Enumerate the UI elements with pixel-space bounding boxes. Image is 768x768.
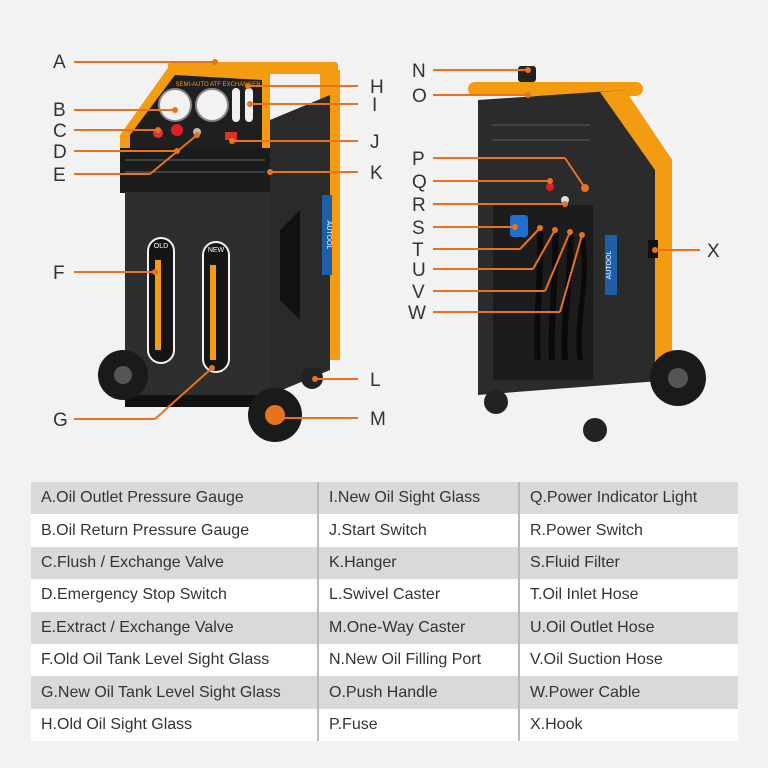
old-tank-label: OLD <box>154 243 168 250</box>
table-row: H.Old Oil Sight Glass P.Fuse X.Hook <box>31 708 738 742</box>
legend-cell: N.New Oil Filling Port <box>318 643 520 677</box>
callout-o: O <box>412 86 427 107</box>
callout-v: V <box>412 282 425 303</box>
callout-r: R <box>412 195 426 216</box>
oil-inlet-hose <box>534 227 544 361</box>
legend-cell: H.Old Oil Sight Glass <box>31 708 319 742</box>
legend-cell: M.One-Way Caster <box>318 611 520 644</box>
legend-cell: Q.Power Indicator Light <box>519 482 738 515</box>
legend-cell: G.New Oil Tank Level Sight Glass <box>31 676 319 709</box>
front-machine: AUTOOL SEMI-AUTO ATF EXCHANGER OLD NEW <box>98 62 340 442</box>
side-brand-label: AUTOOL <box>325 221 332 250</box>
legend-cell: D.Emergency Stop Switch <box>31 579 319 612</box>
power-indicator-icon <box>546 183 554 191</box>
callout-s: S <box>412 218 425 239</box>
callout-t: T <box>412 240 424 261</box>
callout-p: P <box>412 149 425 170</box>
callout-w: W <box>408 303 426 324</box>
oil-outlet-gauge-icon <box>158 88 192 122</box>
legend-cell: W.Power Cable <box>519 676 738 709</box>
legend-cell: L.Swivel Caster <box>318 579 520 612</box>
emergency-stop-icon <box>171 124 183 136</box>
callout-c: C <box>53 121 67 142</box>
leader-lines <box>74 61 700 420</box>
callout-x: X <box>707 241 720 262</box>
legend-cell: E.Extract / Exchange Valve <box>31 611 319 644</box>
callout-h: H <box>370 77 384 98</box>
callout-d: D <box>53 142 67 163</box>
legend-cell: F.Old Oil Tank Level Sight Glass <box>31 643 319 677</box>
table-row: D.Emergency Stop Switch L.Swivel Caster … <box>31 579 738 612</box>
table-row: B.Oil Return Pressure Gauge J.Start Swit… <box>31 514 738 547</box>
oil-outlet-hose <box>548 229 559 361</box>
new-tank-label: NEW <box>208 247 225 254</box>
table-row: A.Oil Outlet Pressure Gauge I.New Oil Si… <box>31 482 738 515</box>
legend-cell: B.Oil Return Pressure Gauge <box>31 514 319 547</box>
fluid-filter-icon <box>510 215 528 237</box>
callout-j: J <box>370 132 380 153</box>
machine-diagram: AUTOOL SEMI-AUTO ATF EXCHANGER OLD NEW <box>53 52 720 442</box>
callout-b: B <box>53 100 66 121</box>
table-row: E.Extract / Exchange Valve M.One-Way Cas… <box>31 611 738 644</box>
callout-i: I <box>372 95 377 116</box>
power-cable <box>576 234 587 361</box>
legend-cell: T.Oil Inlet Hose <box>519 579 738 612</box>
callout-l: L <box>370 370 381 391</box>
callout-u: U <box>412 260 426 281</box>
legend-cell: U.Oil Outlet Hose <box>519 611 738 644</box>
callout-m: M <box>370 409 386 430</box>
legend-cell: R.Power Switch <box>519 514 738 547</box>
legend-cell: C.Flush / Exchange Valve <box>31 546 319 580</box>
table-row: C.Flush / Exchange Valve K.Hanger S.Flui… <box>31 546 738 580</box>
leader-dots <box>152 59 658 421</box>
legend-cell: A.Oil Outlet Pressure Gauge <box>31 482 319 515</box>
callout-a: A <box>53 52 66 73</box>
legend-cell: O.Push Handle <box>318 676 520 709</box>
panel-title: SEMI-AUTO ATF EXCHANGER <box>175 82 261 88</box>
oil-suction-hose <box>561 231 574 361</box>
callout-g: G <box>53 410 68 431</box>
rear-machine: AUTOOL <box>468 66 706 442</box>
table-row: G.New Oil Tank Level Sight Glass O.Push … <box>31 676 738 709</box>
legend-cell: S.Fluid Filter <box>519 546 738 580</box>
legend-cell: I.New Oil Sight Glass <box>318 482 520 515</box>
legend-cell: J.Start Switch <box>318 514 520 547</box>
callout-e: E <box>53 165 66 186</box>
rear-brand-label: AUTOOL <box>606 251 613 280</box>
legend-cell: P.Fuse <box>318 708 520 742</box>
callout-n: N <box>412 61 426 82</box>
callout-f: F <box>53 263 65 284</box>
legend-cell: K.Hanger <box>318 546 520 580</box>
oil-return-gauge-icon <box>195 88 229 122</box>
legend-cell: X.Hook <box>519 708 738 742</box>
old-oil-sight-glass-icon <box>232 88 240 122</box>
callout-k: K <box>370 163 383 184</box>
swivel-caster-icon <box>301 367 323 389</box>
callout-q: Q <box>412 172 427 193</box>
table-row: F.Old Oil Tank Level Sight Glass N.New O… <box>31 643 738 677</box>
legend-cell: V.Oil Suction Hose <box>519 643 738 677</box>
parts-legend-table: A.Oil Outlet Pressure Gauge I.New Oil Si… <box>31 482 738 742</box>
start-switch-icon <box>225 132 237 140</box>
